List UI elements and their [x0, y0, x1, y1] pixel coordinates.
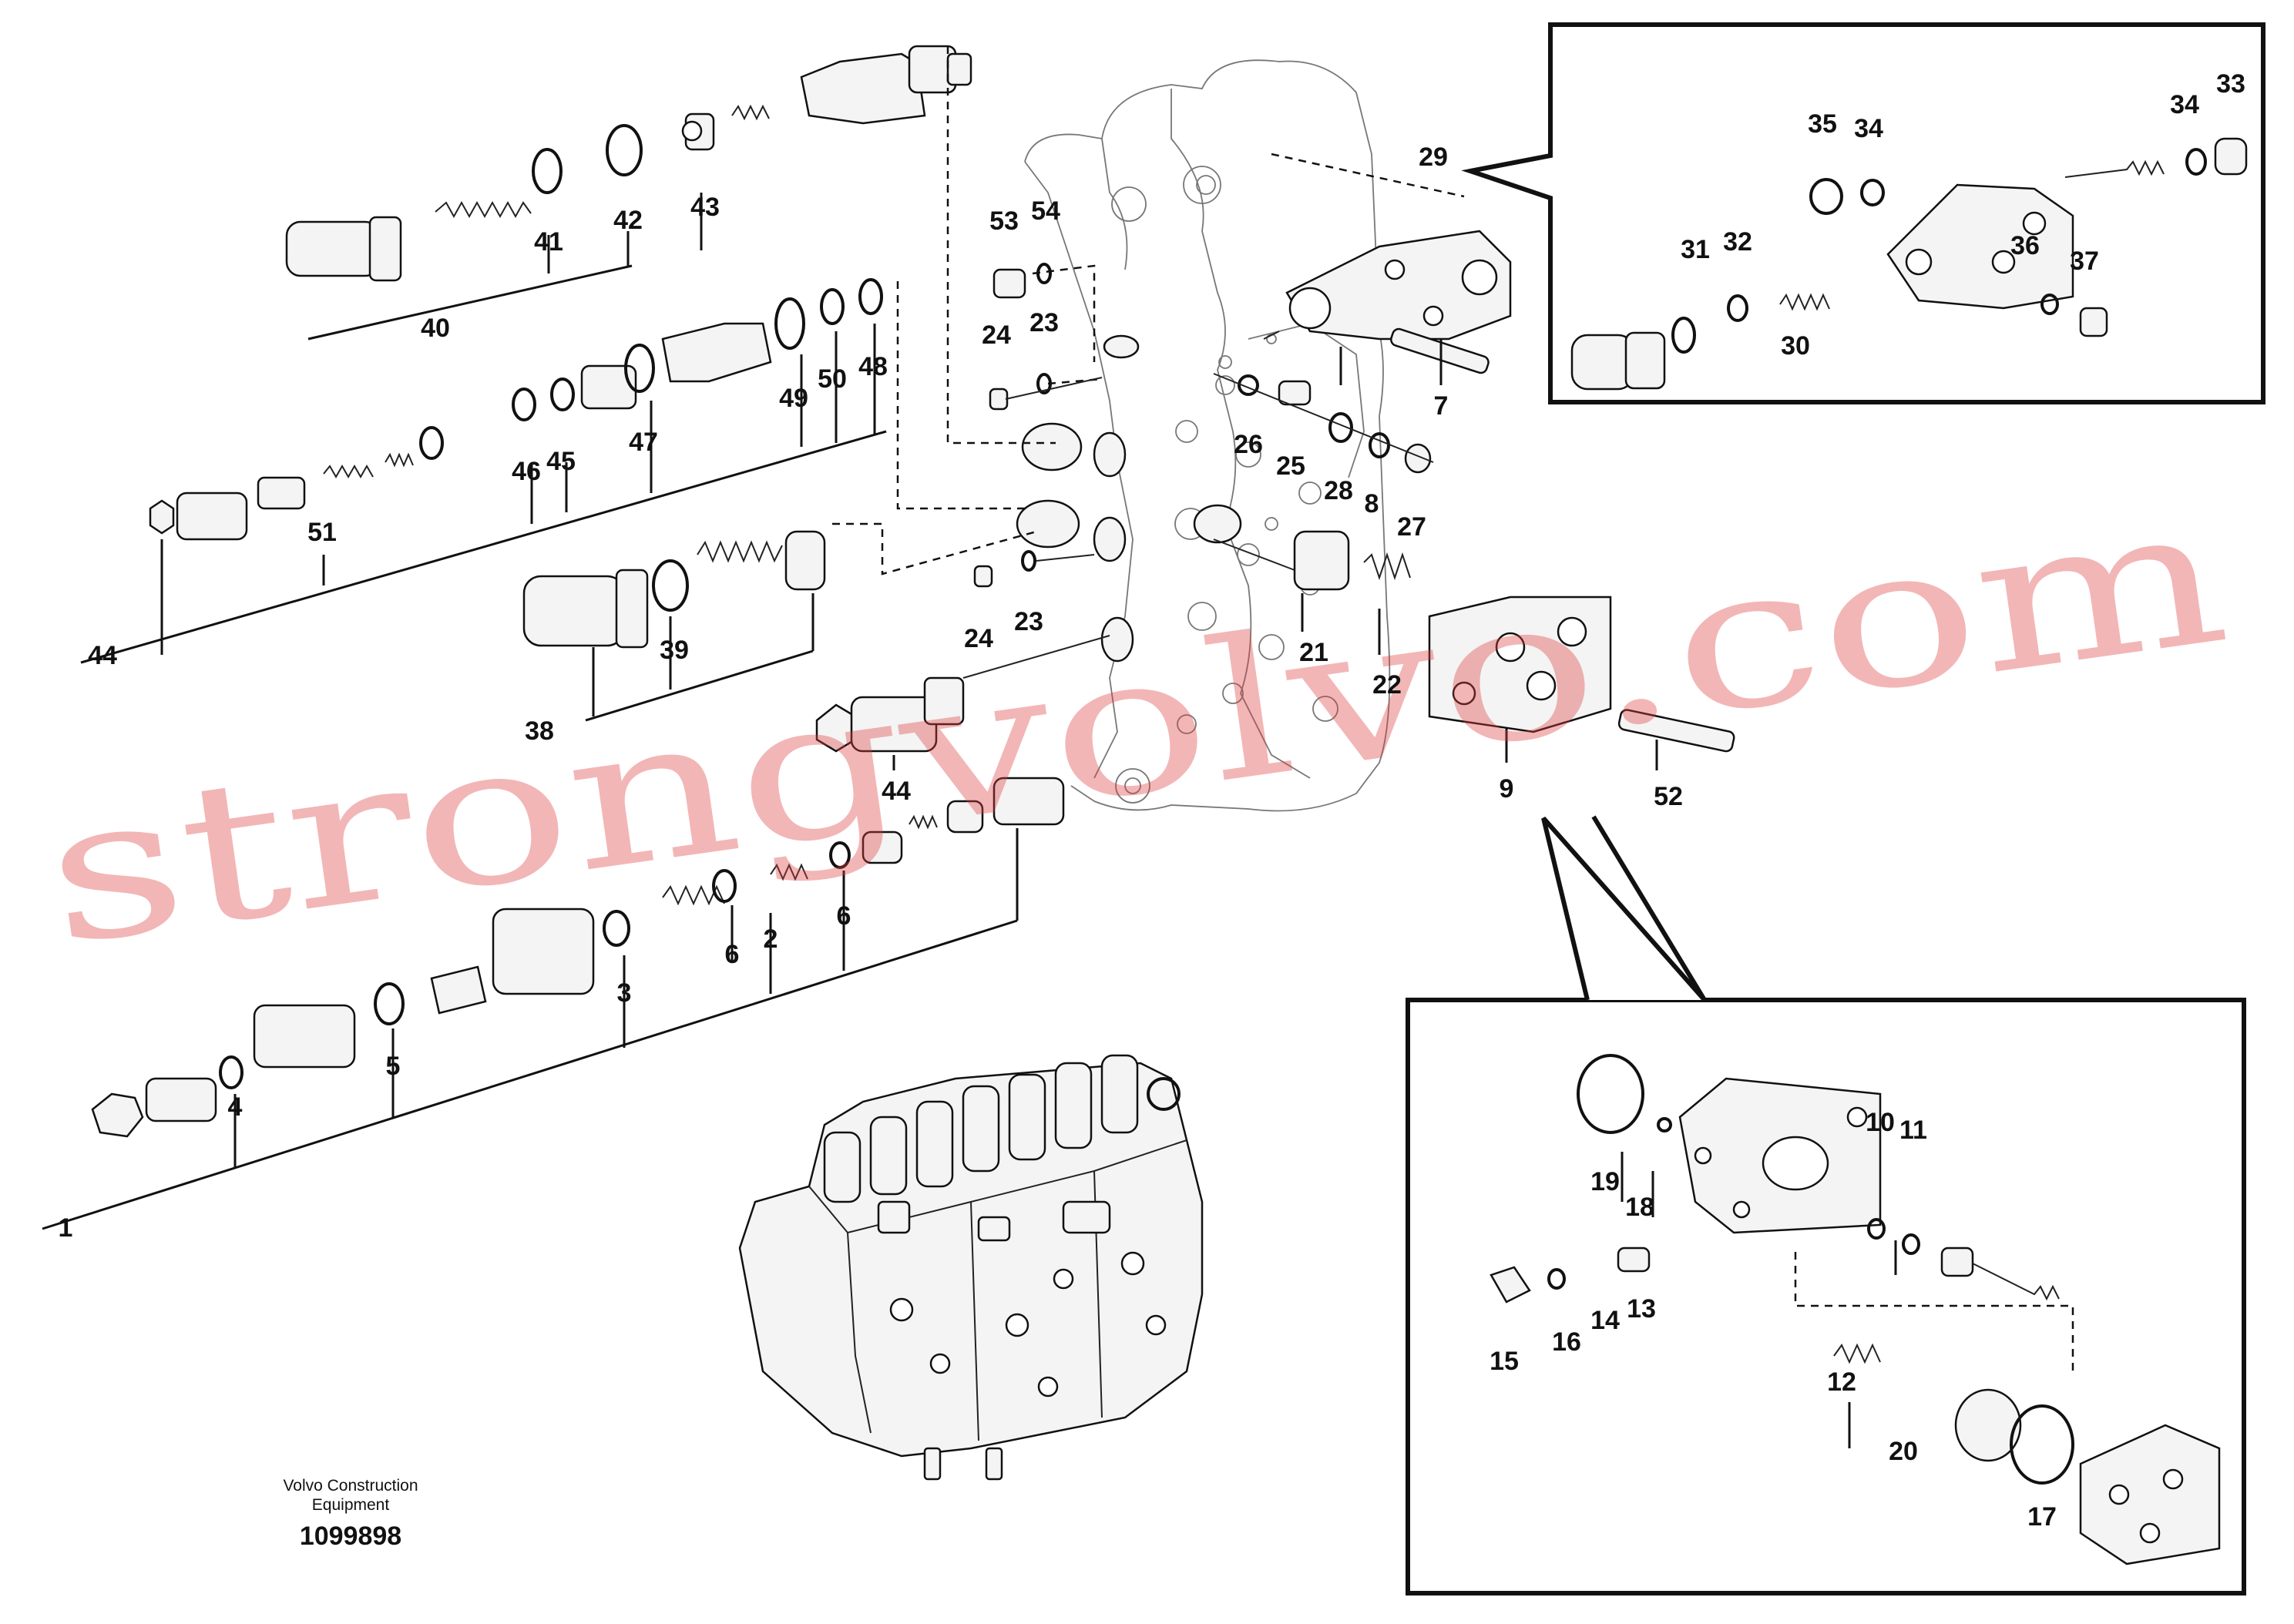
assembly-38 [522, 522, 1037, 722]
callout-42: 42 [613, 206, 643, 235]
callout-11: 11 [1899, 1116, 1927, 1145]
assembly-1 [42, 777, 1065, 1230]
valve-body-outline [1024, 59, 1391, 812]
callout-52: 52 [1654, 782, 1683, 811]
company-name-line2: Equipment [312, 1496, 390, 1514]
callout-22: 22 [1372, 670, 1402, 700]
watermark: strongvolvo.com [33, 461, 2239, 989]
callout-46: 46 [512, 457, 541, 486]
callout-17: 17 [2027, 1502, 2057, 1532]
document-number: 1099898 [300, 1522, 401, 1551]
assembly-44-relief [815, 635, 1110, 770]
callout-19: 19 [1590, 1167, 1620, 1196]
assembly-44 [80, 278, 1025, 664]
callout-25: 25 [1276, 451, 1305, 481]
callout-29: 29 [1419, 143, 1448, 172]
callout-13: 13 [1627, 1294, 1656, 1324]
callout-6b: 6 [837, 901, 851, 931]
callout-44b: 44 [882, 777, 911, 806]
callout-35: 35 [1808, 109, 1837, 139]
callout-37: 37 [2070, 247, 2099, 276]
callout-23a: 23 [1029, 308, 1059, 337]
plugs-23-24-53-54 [973, 263, 1103, 588]
callout-43: 43 [690, 193, 720, 222]
callout-50: 50 [818, 364, 847, 394]
callout-49: 49 [779, 384, 808, 413]
detail-box-bottom [1406, 815, 2246, 1595]
block-29 [1263, 153, 1512, 374]
callout-28: 28 [1324, 476, 1353, 505]
callout-34a: 34 [1854, 114, 1883, 143]
callout-14: 14 [1590, 1306, 1620, 1335]
parts-9-21-22-52 [1213, 530, 1735, 753]
callout-41: 41 [534, 227, 563, 257]
callout-40: 40 [421, 314, 450, 343]
callout-38: 38 [525, 716, 554, 746]
control-valve-illustration [738, 1054, 1204, 1481]
callout-33: 33 [2216, 69, 2245, 99]
callout-26: 26 [1234, 430, 1263, 459]
callout-18: 18 [1625, 1193, 1654, 1222]
callout-leaders [1301, 339, 1897, 1448]
callout-27: 27 [1397, 512, 1426, 542]
callout-54: 54 [1031, 196, 1060, 226]
callout-7: 7 [1434, 391, 1449, 421]
callout-16: 16 [1552, 1327, 1581, 1357]
callout-34b: 34 [2170, 90, 2199, 119]
callout-9: 9 [1500, 774, 1514, 804]
callout-48: 48 [858, 352, 888, 381]
callout-5: 5 [386, 1052, 401, 1081]
callout-30: 30 [1781, 331, 1810, 361]
callout-20: 20 [1889, 1437, 1918, 1466]
callout-39: 39 [660, 636, 689, 665]
port-rings [1016, 334, 1242, 663]
callout-6a: 6 [725, 940, 740, 969]
callout-36: 36 [2010, 231, 2040, 260]
callout-24b: 24 [964, 624, 993, 653]
callout-15: 15 [1490, 1347, 1519, 1376]
callout-24a: 24 [982, 320, 1011, 350]
callout-1: 1 [59, 1213, 73, 1243]
callout-10: 10 [1866, 1108, 1895, 1137]
footer-info: Volvo Construction Equipment 1099898 [283, 1477, 418, 1551]
callout-44a: 44 [88, 641, 117, 670]
callout-4: 4 [228, 1092, 243, 1122]
company-name-line1: Volvo Construction [283, 1477, 418, 1495]
detail-box-top [1461, 22, 2265, 404]
callout-3: 3 [617, 978, 632, 1008]
callout-31: 31 [1681, 235, 1710, 264]
callout-53: 53 [989, 206, 1019, 236]
callout-21: 21 [1299, 638, 1328, 667]
parts-25-28 [1213, 373, 1434, 474]
callout-12: 12 [1827, 1367, 1856, 1397]
callout-32: 32 [1723, 227, 1752, 257]
callout-47: 47 [629, 428, 658, 457]
assembly-40 [285, 45, 1056, 445]
callout-23b: 23 [1014, 607, 1043, 636]
callout-labels: 1 2 3 4 5 6 6 7 8 9 10 11 12 13 14 15 16… [59, 69, 2245, 1532]
callout-2: 2 [764, 924, 778, 954]
callout-51: 51 [307, 518, 337, 547]
callout-45: 45 [546, 447, 576, 476]
callout-8: 8 [1365, 489, 1379, 518]
